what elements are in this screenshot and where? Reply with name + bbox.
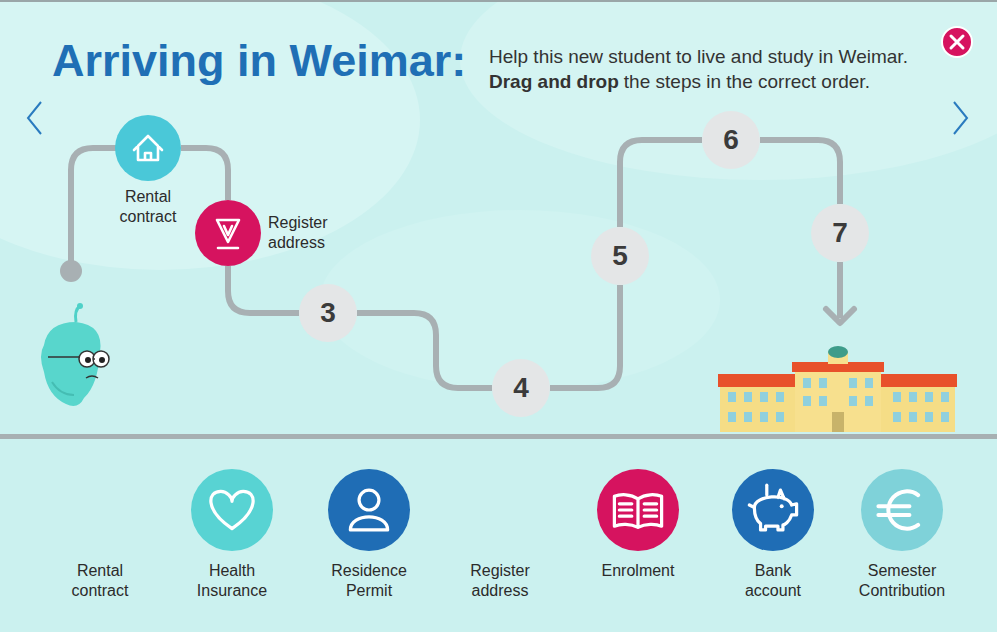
instruction: Help this new student to live and study … (489, 46, 908, 69)
path-connector (620, 140, 702, 227)
callout-number: 3 (320, 299, 336, 327)
step-label: Bank account (725, 561, 821, 601)
icon-circle (115, 115, 181, 181)
step-circle: Register address (195, 200, 364, 266)
icon-circle (732, 469, 814, 551)
draggable-step: Health Insurance (184, 469, 280, 601)
step-circle: Rental contract (100, 115, 196, 227)
callout-number: 7 (832, 219, 848, 247)
path-connector (760, 140, 840, 204)
draggable-step: Residence Permit (321, 469, 417, 601)
step-label: Health Insurance (184, 561, 280, 601)
icon-circle (195, 200, 261, 266)
step-label: Rental contract (52, 561, 148, 601)
callout-number: 5 (612, 242, 628, 270)
path-connector (181, 148, 228, 200)
step-label: Semester Contribution (854, 561, 950, 601)
icon-circle (861, 469, 943, 551)
callout-number: 4 (513, 374, 529, 402)
instruction-line: Drag and dropthe steps in the correct or… (489, 71, 870, 94)
title: Arriving in Weimar: (52, 36, 466, 86)
step-label: Register address (268, 213, 364, 253)
path-connector (357, 313, 492, 388)
step-number: 5 (591, 227, 649, 285)
draggable-step: Bank account (725, 469, 821, 601)
callout-number: 6 (723, 126, 739, 154)
step-label: Enrolment (590, 561, 686, 581)
draggable-step: Enrolment (590, 469, 686, 581)
path-connector (550, 285, 620, 388)
instruction-emphasis: Drag and drop (489, 71, 619, 92)
step-label: Rental contract (100, 187, 196, 227)
step-number: 4 (492, 359, 550, 417)
draggable-step: Semester Contribution (854, 469, 950, 601)
step-number: 6 (702, 111, 760, 169)
step-number: 7 (811, 204, 869, 262)
path-connector (228, 266, 299, 313)
step-number: 3 (299, 284, 357, 342)
step-label: Register address (452, 561, 548, 601)
instruction: the steps in the correct order. (624, 71, 870, 94)
step-label: Residence Permit (321, 561, 417, 601)
icon-circle (328, 469, 410, 551)
icon-circle (191, 469, 273, 551)
icon-circle (597, 469, 679, 551)
